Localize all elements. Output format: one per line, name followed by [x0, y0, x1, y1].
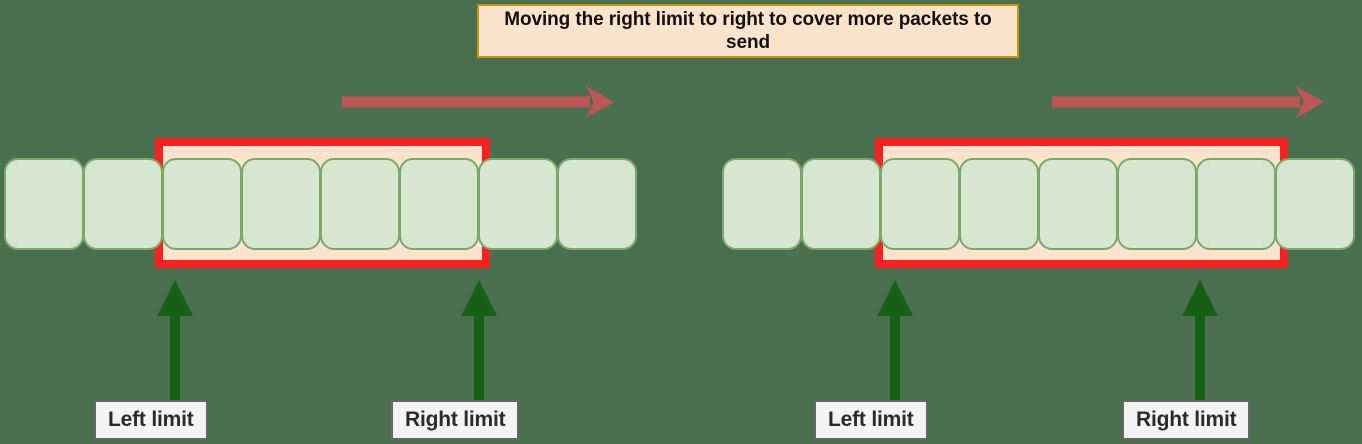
packet-box [162, 158, 242, 250]
packet-box [320, 158, 400, 250]
packet-box [4, 158, 84, 250]
packet-strip-right [722, 158, 1362, 250]
packet-box [83, 158, 163, 250]
right-limit-label-right: Right limit [1122, 400, 1251, 440]
left-limit-arrow-left [157, 280, 193, 400]
left-limit-label-right: Left limit [814, 400, 928, 440]
rightward-motion-arrow-left [342, 86, 614, 118]
packet-strip-left [4, 158, 644, 250]
right-limit-label-text: Right limit [405, 408, 506, 431]
left-limit-label-text: Left limit [828, 408, 914, 431]
packet-box [1275, 158, 1355, 250]
packet-box [557, 158, 637, 250]
packet-box [959, 158, 1039, 250]
right-limit-label-left: Right limit [391, 400, 520, 440]
packet-box [399, 158, 479, 250]
packet-box [722, 158, 802, 250]
packet-box [1038, 158, 1118, 250]
packet-box [880, 158, 960, 250]
left-limit-arrow-right [877, 280, 913, 400]
right-limit-arrow-right [1182, 280, 1218, 400]
packet-box [1196, 158, 1276, 250]
packet-box [801, 158, 881, 250]
packet-box [478, 158, 558, 250]
left-limit-label-text: Left limit [108, 408, 194, 431]
title-banner: Moving the right limit to right to cover… [477, 4, 1019, 58]
rightward-motion-arrow-right [1052, 86, 1324, 118]
packet-box [1117, 158, 1197, 250]
right-limit-label-text: Right limit [1136, 408, 1237, 431]
right-limit-arrow-left [461, 280, 497, 400]
packet-box [241, 158, 321, 250]
left-limit-label-left: Left limit [94, 400, 208, 440]
